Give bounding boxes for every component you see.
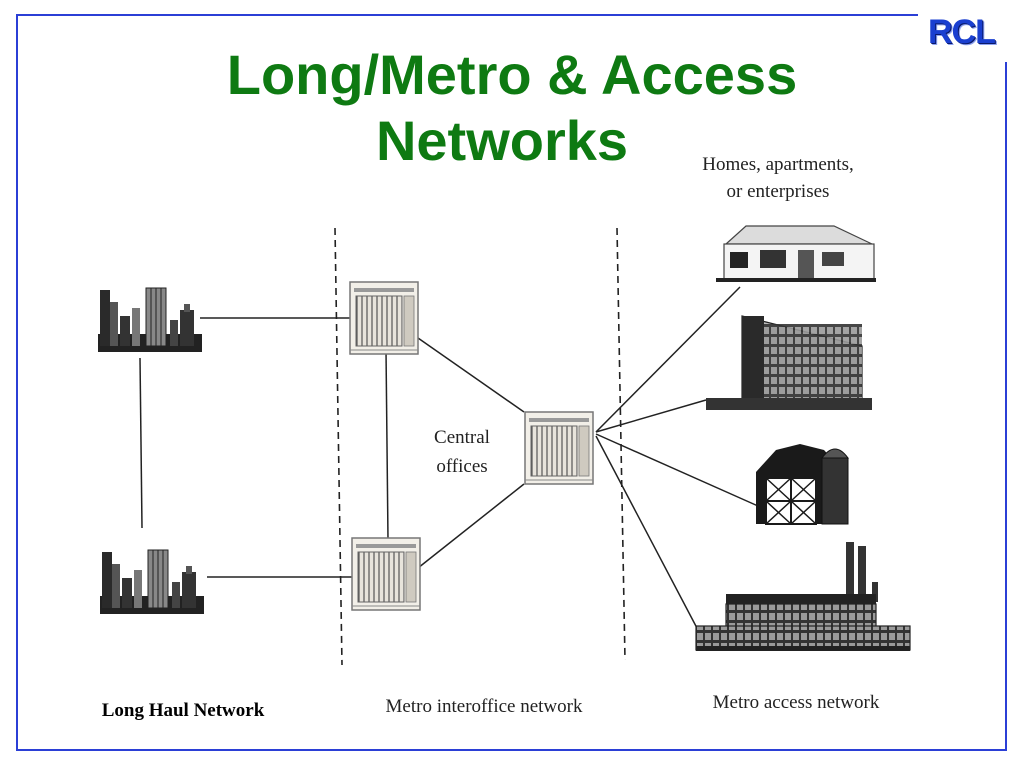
central-offices-label-line-2: offices bbox=[436, 456, 487, 477]
central-office-rack-icon bbox=[524, 411, 594, 485]
city-skyline-icon bbox=[99, 549, 205, 615]
city-skyline-icon bbox=[97, 287, 203, 353]
long-haul-label: Long Haul Network bbox=[83, 697, 283, 725]
title-line-1: Long/Metro & Access bbox=[226, 43, 798, 106]
metro-interoffice-label: Metro interoffice network bbox=[386, 696, 583, 717]
rcl-logo: RCL bbox=[928, 13, 996, 51]
barn-icon bbox=[756, 444, 849, 525]
central-office-rack-icon bbox=[351, 537, 421, 611]
network-boundaries bbox=[334, 227, 626, 666]
metro-access-label: Metro access network bbox=[713, 692, 880, 713]
homes-label-line-2: or enterprises bbox=[727, 181, 830, 202]
house-icon bbox=[716, 225, 876, 282]
homes-label-line-1: Homes, apartments, bbox=[702, 154, 853, 175]
slide-title: Long/Metro & Access Networks bbox=[0, 42, 1024, 174]
office-building-icon bbox=[706, 315, 872, 410]
connection-lines bbox=[139, 286, 759, 631]
title-line-2: Networks bbox=[375, 109, 629, 172]
central-offices-label-line-1: Central bbox=[434, 427, 490, 448]
factory-icon bbox=[695, 542, 911, 651]
central-office-rack-icon bbox=[349, 281, 419, 355]
